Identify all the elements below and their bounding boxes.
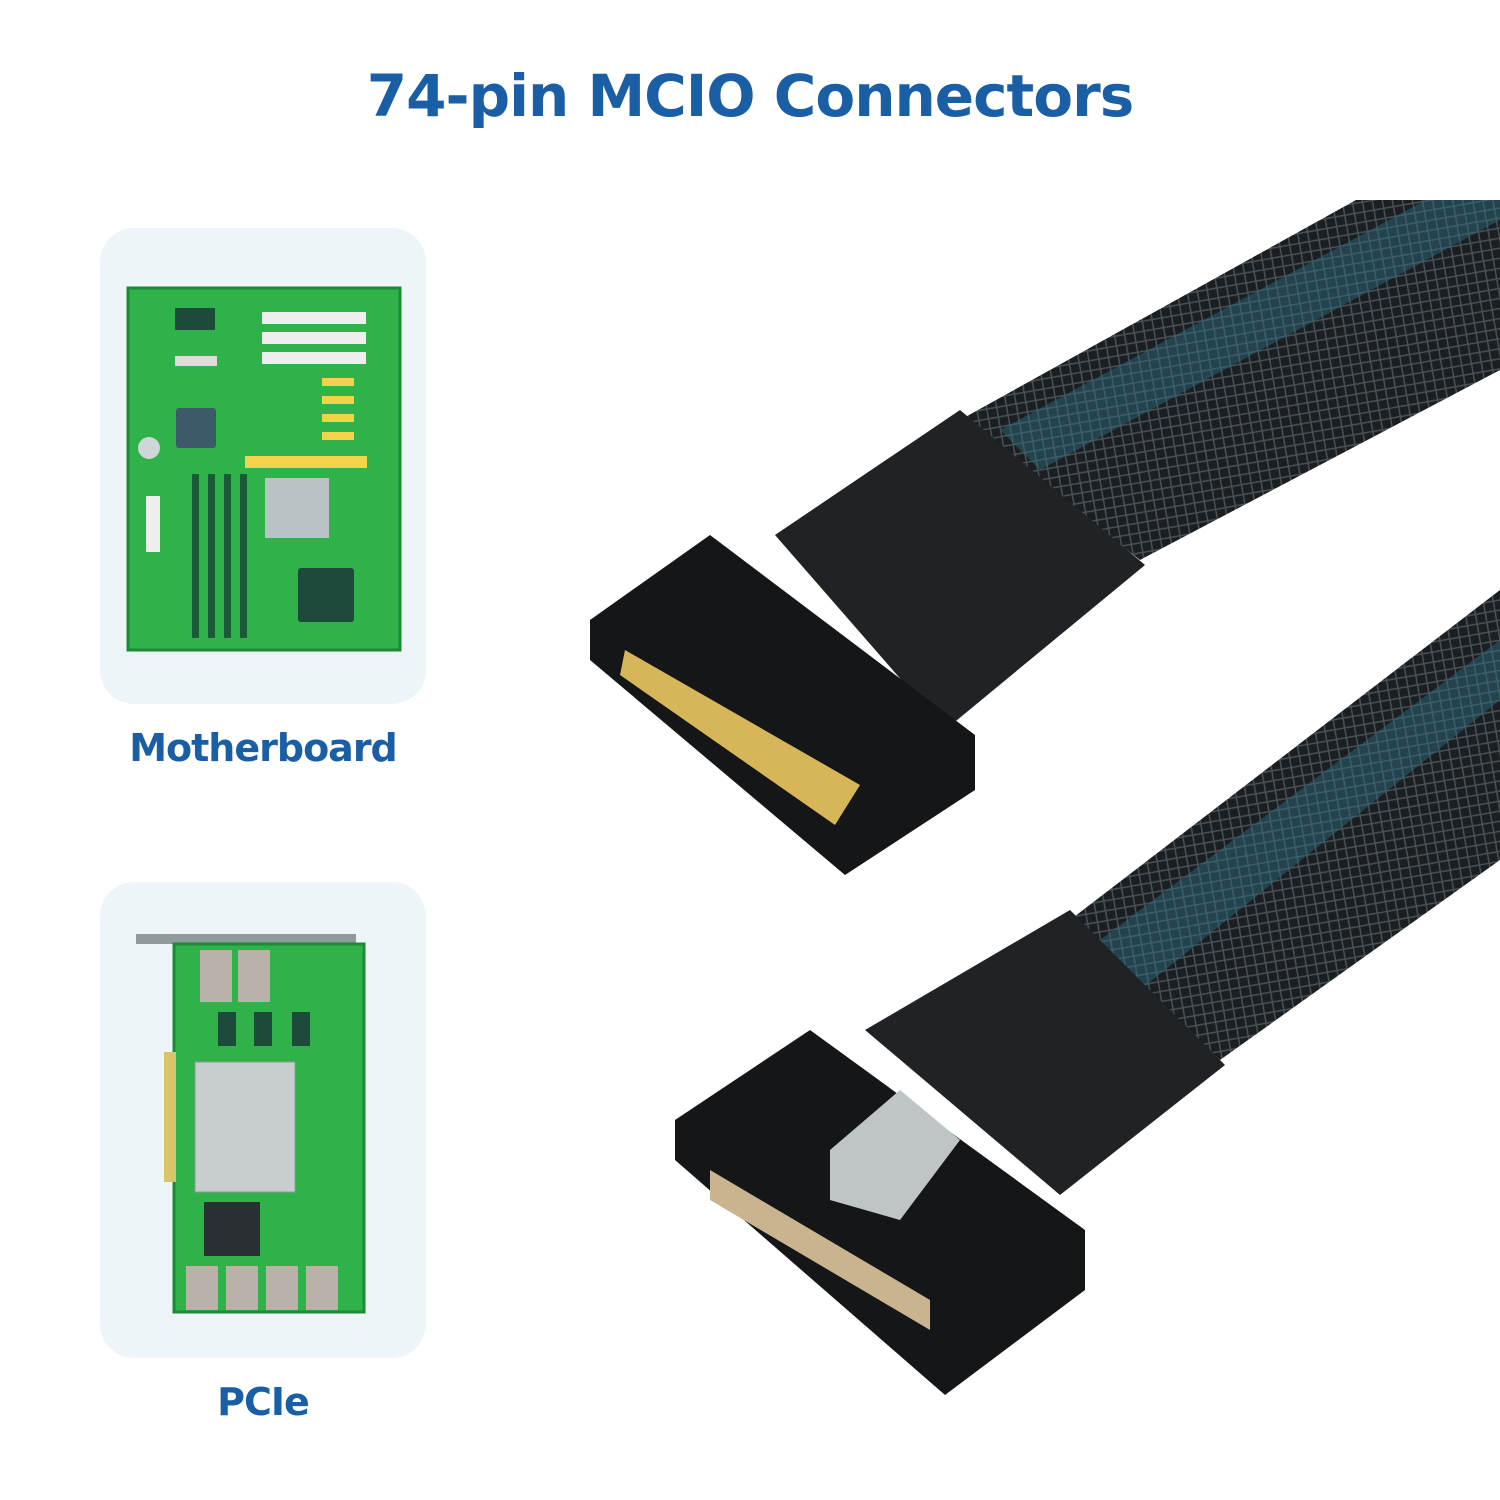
motherboard-label: Motherboard <box>129 726 398 770</box>
page-title: 74-pin MCIO Connectors <box>366 62 1134 130</box>
motherboard-card <box>100 228 426 704</box>
mcio-cable-photo <box>590 200 1500 1395</box>
motherboard-icon <box>126 286 402 652</box>
pcie-label: PCIe <box>217 1380 310 1424</box>
pcie-card-icon <box>136 934 366 1314</box>
pcie-card <box>100 882 426 1358</box>
